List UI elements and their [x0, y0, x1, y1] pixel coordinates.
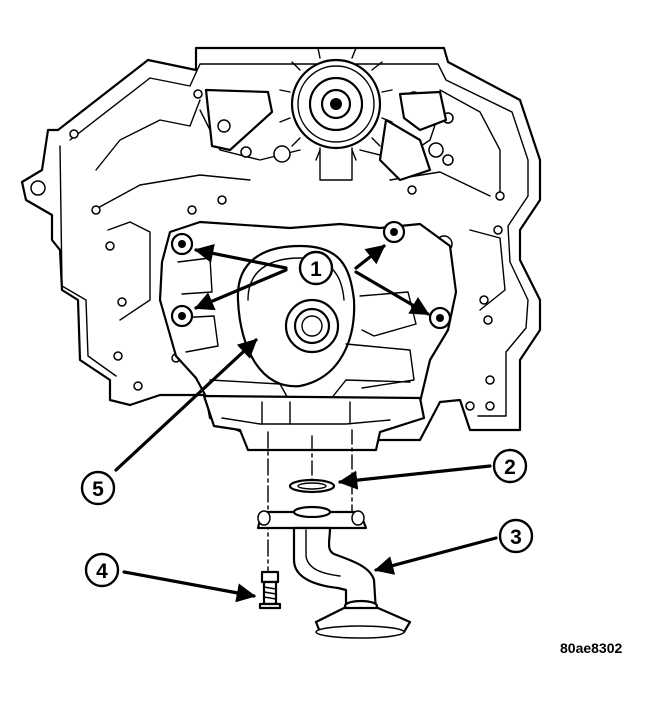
o-ring — [288, 478, 336, 494]
callout-4: 4 — [84, 552, 120, 588]
callout-3-label: 3 — [510, 526, 522, 549]
pump-bolt — [170, 232, 194, 256]
figure-reference: 80ae8302 — [560, 640, 623, 656]
pickup-tube-bolt — [258, 570, 282, 610]
pump-bolt — [170, 304, 194, 328]
callout-2-label: 2 — [504, 456, 516, 479]
callout-1: 1 — [298, 250, 334, 286]
callout-1-label: 1 — [310, 258, 322, 281]
callout-4-label: 4 — [96, 560, 108, 583]
chain-guides — [204, 88, 448, 182]
pump-bolt — [382, 220, 406, 244]
callout-3: 3 — [498, 518, 534, 554]
crankshaft-sprocket — [279, 47, 393, 181]
oil-pickup-tube — [256, 505, 412, 639]
callout-5-label: 5 — [92, 478, 104, 501]
leader-lines — [114, 243, 498, 603]
pump-bolt — [428, 306, 452, 330]
callout-2: 2 — [492, 448, 528, 484]
callout-5: 5 — [80, 470, 116, 506]
